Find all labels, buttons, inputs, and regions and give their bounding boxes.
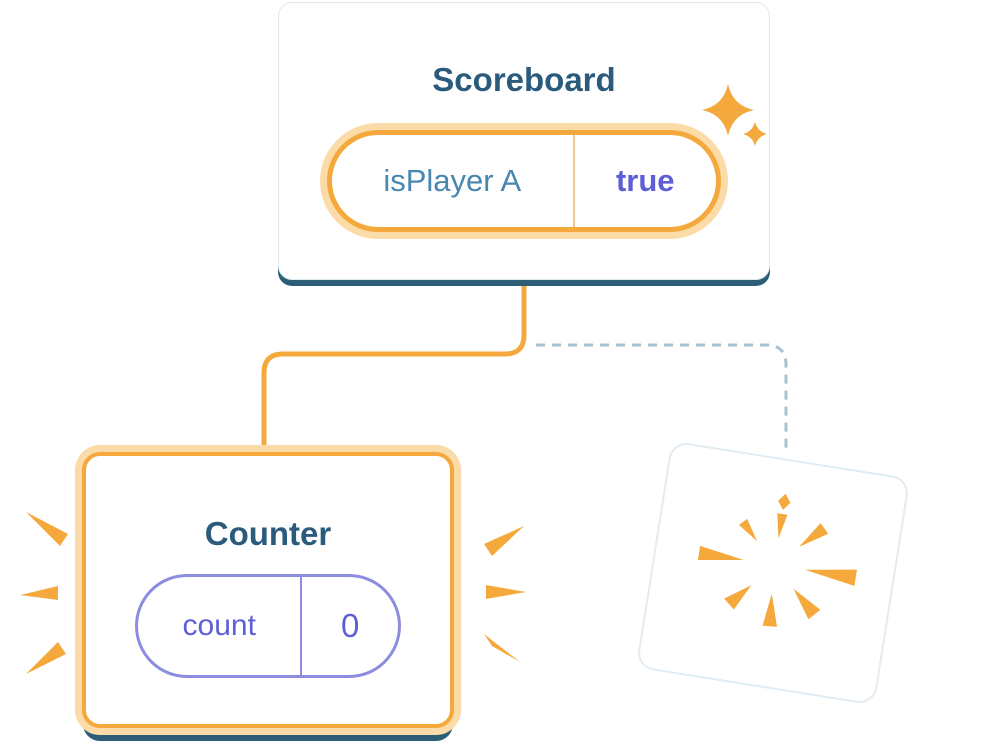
sparkle-icon xyxy=(702,84,767,146)
scoreboard-component-card: Scoreboard isPlayer A true xyxy=(278,2,770,280)
scoreboard-title: Scoreboard xyxy=(432,60,616,98)
pill-divider xyxy=(572,134,575,227)
scoreboard-state-key: isPlayer A xyxy=(383,162,522,198)
emphasis-marks-left-icon xyxy=(20,512,68,674)
explosion-burst-icon xyxy=(697,493,857,627)
emphasis-marks-right-icon xyxy=(484,526,526,662)
counter-state-pill: count 0 xyxy=(135,573,401,678)
scoreboard-state-pill: isPlayer A true xyxy=(327,129,721,232)
removed-component-card xyxy=(635,440,911,706)
pill-divider xyxy=(300,576,303,675)
solid-connector-line xyxy=(261,277,527,463)
scoreboard-state-value: true xyxy=(615,162,675,198)
counter-title: Counter xyxy=(204,514,332,552)
counter-state-value: 0 xyxy=(341,606,360,644)
dashed-connector-line xyxy=(536,343,788,450)
counter-component-card: Counter count 0 xyxy=(82,452,454,728)
counter-state-key: count xyxy=(182,608,256,642)
